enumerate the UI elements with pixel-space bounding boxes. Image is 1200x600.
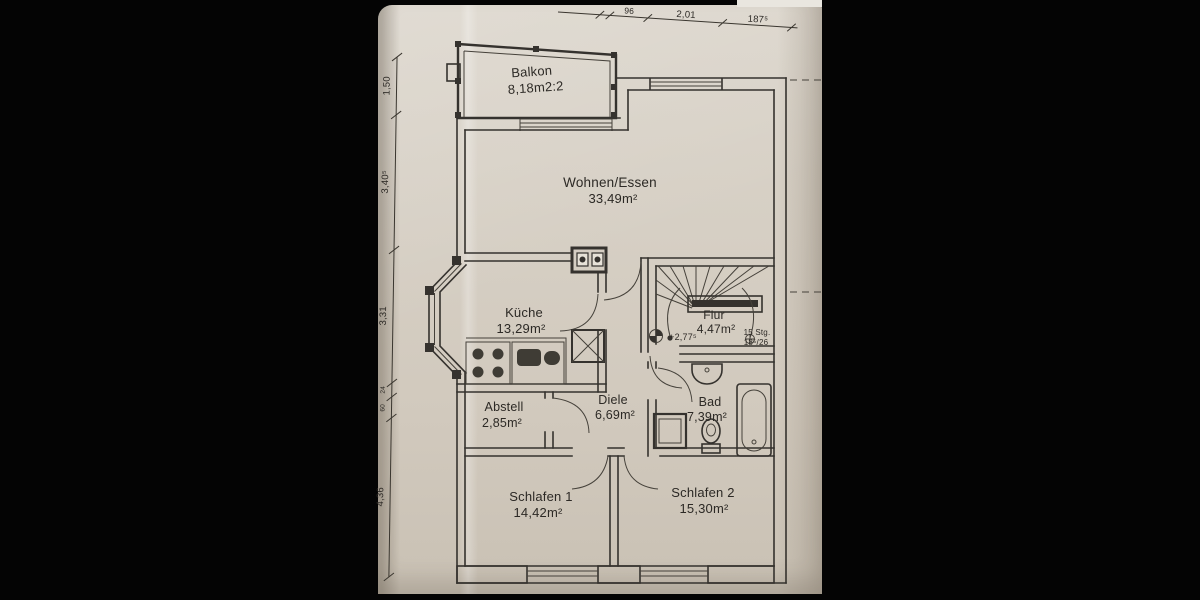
staircase — [655, 265, 770, 344]
level-marker-symbol — [649, 329, 663, 343]
dim-left-4: 24 — [380, 386, 387, 394]
dim-left-1: 1,50 — [381, 76, 392, 95]
bath-fixtures — [652, 363, 772, 457]
room-label-schlafen2: Schlafen 2 — [671, 485, 734, 500]
room-area-kueche: 13,29m² — [496, 321, 546, 336]
bottom-windows — [456, 565, 775, 584]
dim-left-5: 60 — [379, 404, 386, 412]
room-label-kueche: Küche — [505, 305, 543, 320]
room-area-schlafen2: 15,30m² — [679, 501, 729, 516]
room-area-schlafen1: 14,42m² — [513, 505, 563, 520]
dim-left-6: 4,36 — [375, 487, 386, 506]
top-dimension-chain: 96 2,01 187⁵ — [557, 5, 798, 32]
room-area-flur: 4,47m² — [697, 322, 736, 336]
paper-sliver — [737, 0, 822, 7]
room-area-bad: 7,39m² — [687, 410, 727, 424]
room-area-wohnen: 33,49m² — [588, 191, 638, 206]
room-label-schlafen1: Schlafen 1 — [509, 489, 572, 504]
kitchen-sink — [511, 341, 565, 385]
room-label-balkon: Balkon — [511, 63, 553, 81]
bath-sink — [691, 363, 723, 385]
kitchen-bay-window — [425, 256, 468, 379]
bathtub — [736, 383, 772, 457]
stove — [465, 341, 511, 385]
level-marker-text: +2,77⁵ — [669, 332, 697, 342]
kitchen-counter — [465, 337, 567, 385]
room-label-abstell: Abstell — [485, 400, 524, 414]
room-area-abstell: 2,85m² — [482, 416, 522, 430]
chimney-symbol — [570, 246, 608, 274]
room-label-wohnen: Wohnen/Essen — [563, 175, 657, 190]
room-label-flur: Flur — [703, 308, 724, 322]
dim-top-2: 2,01 — [676, 9, 696, 21]
shaft-x-symbol — [571, 329, 605, 363]
dim-left-3: 3,31 — [378, 306, 389, 325]
dashed-lines — [790, 79, 822, 293]
paper — [378, 5, 822, 594]
interior-walls — [456, 252, 775, 567]
stair-note-line2: 18⁵/26 — [744, 338, 769, 347]
doors — [552, 261, 693, 490]
dim-top-3: 187⁵ — [747, 14, 768, 26]
room-area-diele: 6,69m² — [595, 408, 635, 422]
balcony-door-window — [519, 118, 613, 131]
room-label-bad: Bad — [699, 395, 722, 409]
room-area-balkon: 8,18m2:2 — [507, 78, 564, 97]
toilet — [701, 418, 721, 444]
room-label-diele: Diele — [598, 393, 628, 407]
dim-left-2: 3,40⁵ — [380, 170, 391, 194]
shower — [652, 412, 688, 450]
stair-note-line1: 15 Stg. — [744, 328, 771, 337]
left-dimension-chain: 1,50 3,40⁵ 3,31 24 60 4,36 — [375, 52, 403, 582]
dim-top-1: 96 — [624, 5, 635, 16]
